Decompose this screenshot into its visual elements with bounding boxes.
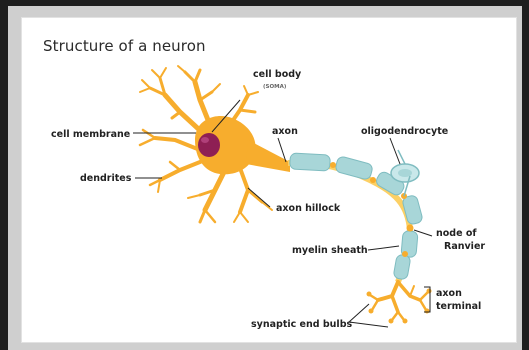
axon-terminal-shape (370, 282, 428, 320)
label-dendrites: dendrites (80, 173, 132, 184)
label-axon-terminal-line2: terminal (436, 301, 481, 312)
label-axon-terminal-line1: axon (436, 288, 462, 299)
label-myelin-sheath: myelin sheath (292, 245, 368, 256)
label-axon: axon (272, 126, 298, 137)
axon-hillock-shape (246, 140, 290, 172)
label-axon-hillock: axon hillock (276, 203, 341, 214)
nucleus-shape (198, 133, 220, 157)
label-cell-membrane: cell membrane (51, 129, 130, 140)
label-synaptic-end-bulbs: synaptic end bulbs (251, 319, 352, 330)
nucleus-highlight (201, 137, 209, 143)
synaptic-end-bulbs-shape (367, 289, 432, 324)
label-oligodendrocyte: oligodendrocyte (361, 126, 448, 137)
label-cell-body: cell body (253, 69, 302, 80)
label-ranvier: Ranvier (444, 241, 485, 252)
label-node-of: node of (436, 228, 477, 239)
label-soma: (SOMA) (263, 84, 287, 90)
